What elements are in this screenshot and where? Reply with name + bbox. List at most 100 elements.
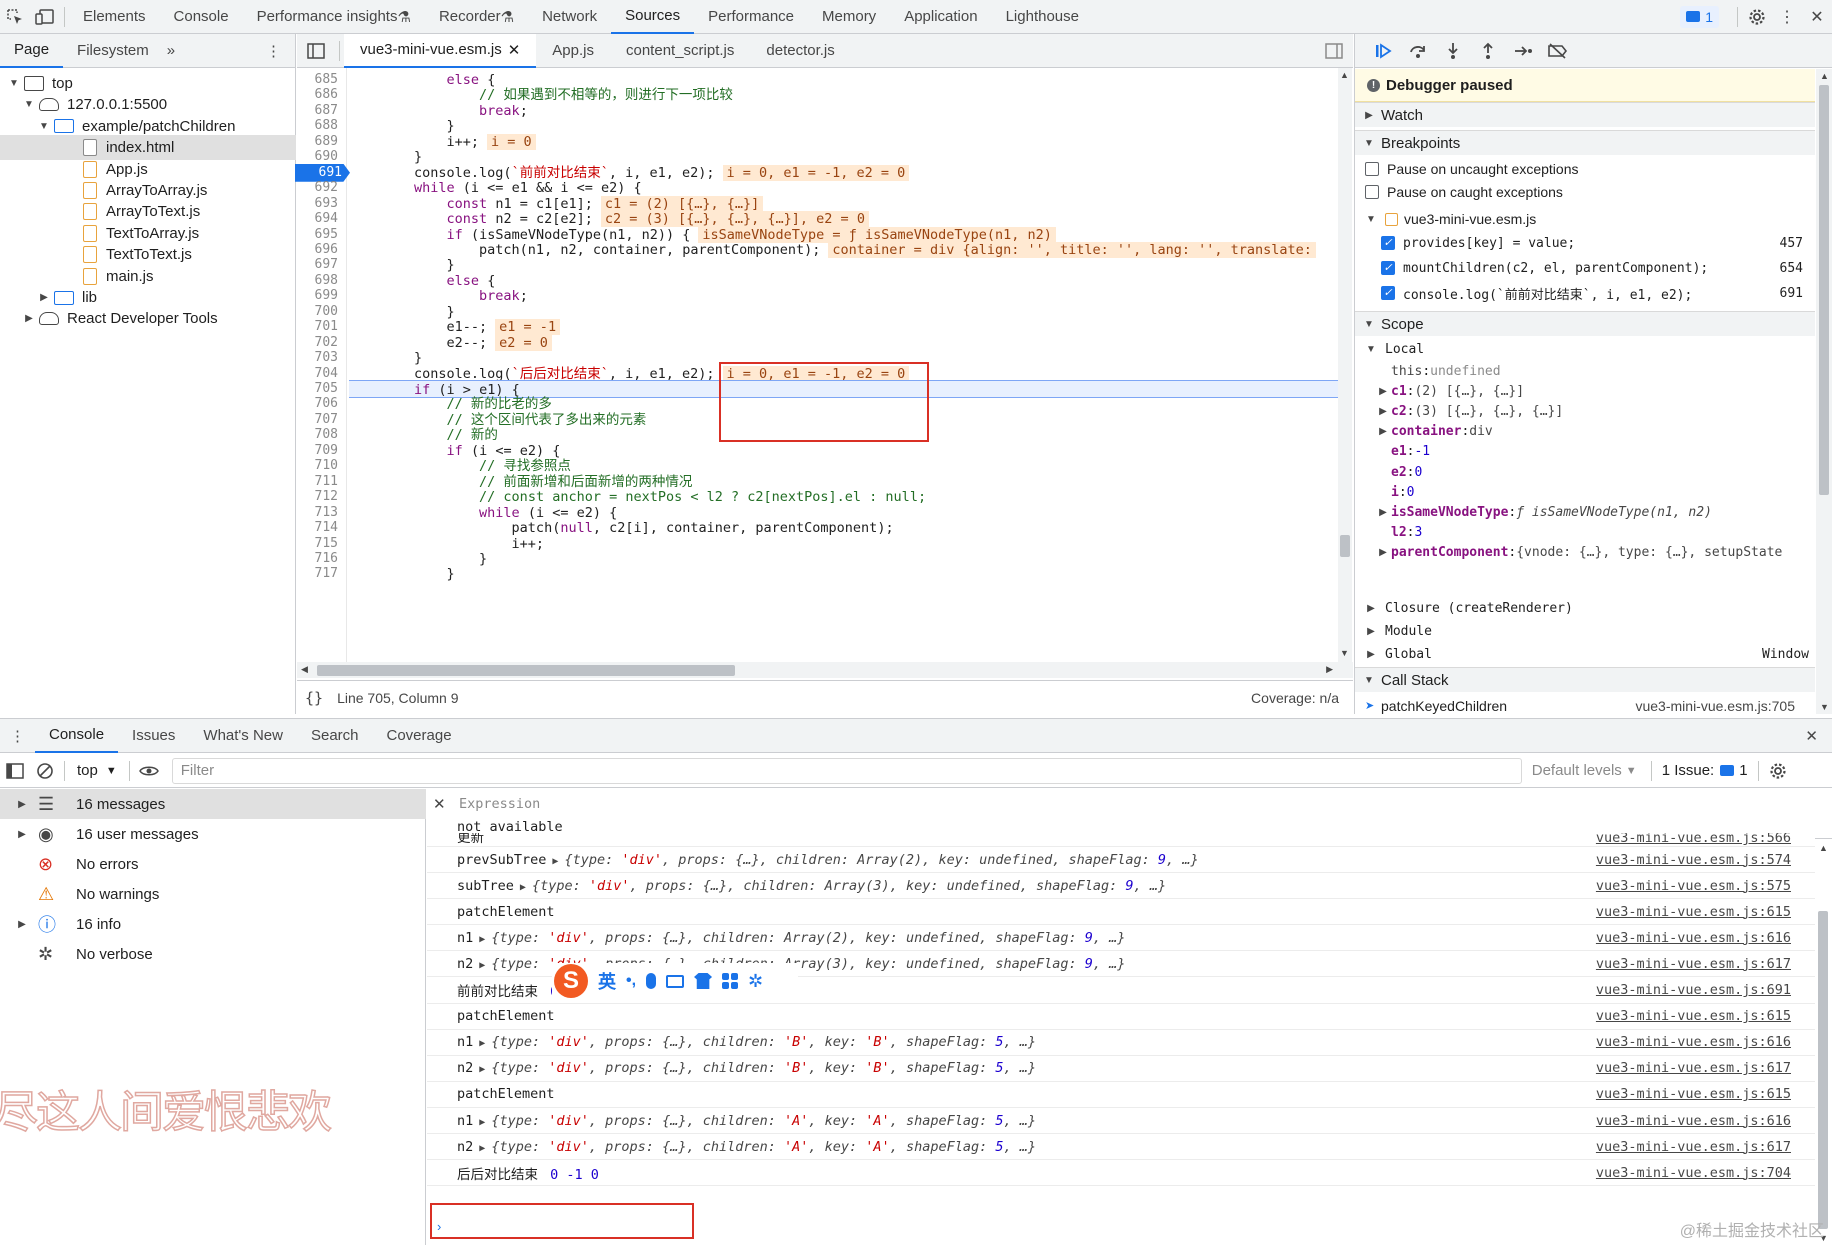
editor-vertical-scrollbar[interactable]: ▲ ▼ xyxy=(1338,68,1352,662)
deactivate-breakpoints-icon[interactable] xyxy=(1540,36,1575,66)
call-frame-location[interactable]: vue3-mini-vue.esm.js:705 xyxy=(1635,697,1795,714)
line-number[interactable]: 705 xyxy=(314,381,338,396)
drawer-tab-what-s-new[interactable]: What's New xyxy=(203,727,283,744)
tree-item[interactable]: TextToArray.js xyxy=(0,221,296,246)
panel-tab-performance[interactable]: Performance xyxy=(708,8,795,25)
line-number[interactable]: 696 xyxy=(314,241,338,257)
collapsed-triangle-icon[interactable]: ▶ xyxy=(473,933,492,945)
message-source-link[interactable]: vue3-mini-vue.esm.js:704 xyxy=(1595,1164,1791,1181)
breakpoint-file-row[interactable]: ▼ vue3-mini-vue.esm.js xyxy=(1355,208,1815,230)
editor-tab-content-script[interactable]: content_script.js xyxy=(626,42,735,59)
drawer-tab-coverage[interactable]: Coverage xyxy=(386,727,452,744)
console-sidebar-toggle-icon[interactable] xyxy=(0,754,30,788)
panel-tab-lighthouse[interactable]: Lighthouse xyxy=(1005,8,1079,25)
console-sidebar-item[interactable]: ▶◉16 user messages xyxy=(0,819,426,849)
pause-uncaught-checkbox[interactable] xyxy=(1365,162,1379,176)
step-into-icon[interactable] xyxy=(1435,36,1470,66)
close-tab-icon[interactable]: ✕ xyxy=(507,41,521,59)
message-source-link[interactable]: vue3-mini-vue.esm.js:615 xyxy=(1595,903,1791,920)
scroll-right-arrow-icon[interactable]: ▶ xyxy=(1326,664,1333,674)
line-number[interactable]: 704 xyxy=(314,365,338,381)
step-icon[interactable] xyxy=(1505,36,1540,66)
message-source-link[interactable]: vue3-mini-vue.esm.js:616 xyxy=(1595,1112,1791,1129)
code-line[interactable]: } xyxy=(349,118,455,135)
scope-variable[interactable]: l2: 3 xyxy=(1355,522,1815,544)
scope-variable[interactable]: ▶container: div xyxy=(1355,421,1815,443)
editor-tab-vue3-mini-vue[interactable]: vue3-mini-vue.esm.js ✕ xyxy=(344,33,537,68)
code-line[interactable]: const n1 = c1[e1];c1 = (2) [{…}, {…}] xyxy=(349,195,1349,213)
microphone-icon[interactable] xyxy=(646,973,657,989)
tree-item[interactable]: App.js xyxy=(0,157,296,182)
object-preview[interactable]: {type: 'div', props: {…}, children: 'B',… xyxy=(491,1060,1037,1077)
code-line[interactable]: patch(null, c2[i], container, parentComp… xyxy=(349,520,894,537)
code-line[interactable]: } xyxy=(349,550,488,567)
line-number[interactable]: 714 xyxy=(314,520,338,536)
line-number[interactable]: 695 xyxy=(314,226,338,242)
code-line[interactable]: console.log(`后后对比结束`, i, e1, e2);i = 0, … xyxy=(349,365,1349,383)
console-sidebar-item[interactable]: ✲No verbose xyxy=(0,939,426,969)
code-line[interactable]: // 新的比老的多 xyxy=(446,396,552,413)
tab-page[interactable]: Page xyxy=(0,34,64,68)
scope-variable[interactable]: this: undefined xyxy=(1355,360,1815,382)
context-selector[interactable]: top ▼ xyxy=(69,762,125,779)
scope-variable[interactable]: e1: -1 xyxy=(1355,441,1815,463)
code-line[interactable]: i++; xyxy=(349,535,545,552)
drawer-tab-issues[interactable]: Issues xyxy=(132,727,176,744)
scrollbar-thumb[interactable] xyxy=(317,665,735,676)
breakpoint-row[interactable]: ✓console.log(`前前对比结束`, i, e1, e2);691 xyxy=(1355,282,1815,304)
line-number[interactable]: 693 xyxy=(314,195,338,211)
more-tabs-chevron-icon[interactable]: » xyxy=(166,42,176,59)
console-prompt[interactable]: › xyxy=(437,1219,442,1234)
collapsed-triangle-icon[interactable]: ▶ xyxy=(473,1116,492,1128)
collapsed-triangle-icon[interactable]: ▶ xyxy=(546,855,565,867)
tab-filesystem[interactable]: Filesystem xyxy=(77,42,149,59)
panel-tab-recorder[interactable]: Recorder ⚗ xyxy=(438,8,515,26)
object-preview[interactable]: {type: 'div', props: {…}, children: 'A',… xyxy=(491,1112,1037,1129)
drawer-menu-icon[interactable]: ⋮ xyxy=(10,727,25,745)
line-number[interactable]: 688 xyxy=(314,118,338,134)
scope-variable[interactable]: i: 0 xyxy=(1355,481,1815,503)
console-issues-button[interactable]: 1 Issue: 1 xyxy=(1656,762,1754,779)
line-number[interactable]: 715 xyxy=(314,535,338,551)
line-number[interactable]: 701 xyxy=(314,319,338,335)
scroll-down-arrow-icon[interactable]: ▼ xyxy=(1820,702,1829,712)
breakpoint-row[interactable]: ✓provides[key] = value;457 xyxy=(1355,232,1815,254)
code-line[interactable]: // 前面新增和后面新增的两种情况 xyxy=(479,473,693,490)
resume-icon[interactable] xyxy=(1365,36,1400,66)
line-number[interactable]: 694 xyxy=(314,211,338,227)
close-devtools-icon[interactable]: ✕ xyxy=(1810,8,1824,26)
line-number[interactable]: 716 xyxy=(314,550,338,566)
code-lines[interactable]: else { // 如果遇到不相等的，则进行下一项比较 break; } i++… xyxy=(349,68,1349,662)
panel-tab-application[interactable]: Application xyxy=(904,8,978,25)
panel-tab-elements[interactable]: Elements xyxy=(83,8,146,25)
code-line[interactable]: // 这个区间代表了多出来的元素 xyxy=(446,411,647,428)
scope-variable[interactable]: ▶c1: (2) [{…}, {…}] xyxy=(1355,380,1815,402)
pause-uncaught-checkbox-row[interactable]: Pause on uncaught exceptions xyxy=(1355,158,1815,180)
watch-section-header[interactable]: ▶ Watch xyxy=(1355,102,1815,127)
tree-item[interactable]: index.html xyxy=(0,135,296,161)
scrollbar-thumb[interactable] xyxy=(1819,85,1829,495)
code-line[interactable]: patch(n1, n2, container, parentComponent… xyxy=(349,241,1349,259)
drawer-tab-search[interactable]: Search xyxy=(310,727,359,744)
line-number[interactable]: 697 xyxy=(314,257,338,273)
pause-caught-checkbox[interactable] xyxy=(1365,185,1379,199)
editor-horizontal-scrollbar[interactable]: ◀ ▶ xyxy=(297,662,1353,678)
line-number[interactable]: 717 xyxy=(314,566,338,582)
module-scope-row[interactable]: ▶ Module xyxy=(1355,620,1815,642)
console-settings-gear-icon[interactable] xyxy=(1763,754,1793,788)
line-number[interactable]: 710 xyxy=(314,458,338,474)
message-source-link[interactable]: vue3-mini-vue.esm.js:574 xyxy=(1595,851,1791,868)
line-number[interactable]: 686 xyxy=(314,87,338,103)
skin-shirt-icon[interactable] xyxy=(694,973,713,989)
pretty-print-icon[interactable]: {} xyxy=(305,688,324,707)
global-scope-row[interactable]: ▶ Global Window xyxy=(1355,643,1815,665)
code-line[interactable]: i++;i = 0 xyxy=(349,133,1349,151)
panel-tab-network[interactable]: Network xyxy=(542,8,598,25)
more-options-icon[interactable]: ⋮ xyxy=(1779,8,1795,26)
pause-caught-checkbox-row[interactable]: Pause on caught exceptions xyxy=(1355,181,1815,203)
message-source-link[interactable]: vue3-mini-vue.esm.js:616 xyxy=(1595,929,1791,946)
line-number[interactable]: 713 xyxy=(314,504,338,520)
message-source-link[interactable]: vue3-mini-vue.esm.js:615 xyxy=(1595,1008,1791,1025)
console-sidebar-item[interactable]: ▶☰16 messages xyxy=(0,789,426,819)
